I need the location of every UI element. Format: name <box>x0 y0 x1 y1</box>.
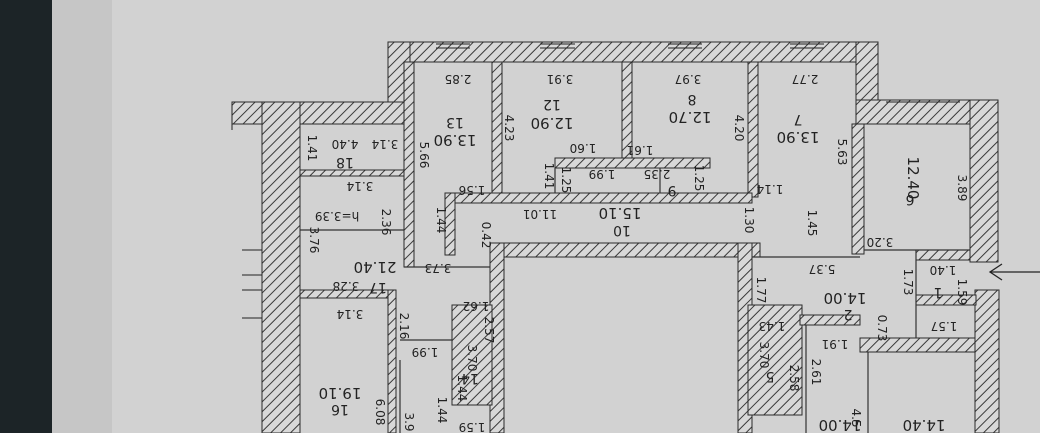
room-4-dim-b: 2.61 <box>809 359 823 386</box>
room-8-dim-a: 3.97 <box>675 72 702 86</box>
room-10-dim-a: 11.01 <box>523 207 557 221</box>
room-13-number: 13 <box>446 114 464 130</box>
room-12-dim-b: 4.23 <box>502 115 516 142</box>
room-11-area: 1.99 <box>589 167 616 181</box>
room-17-dim-d: 3.76 <box>307 227 321 254</box>
room-1-dim-a: 1.59 <box>955 279 969 306</box>
room-10-dim-b: 1.44 <box>434 207 448 234</box>
room-6-dim-b: 3.20 <box>867 235 894 249</box>
room-1-area: 1.40 <box>930 263 957 277</box>
room-13-dim-a: 2.85 <box>445 72 472 86</box>
room-5-dim-b: 2.58 <box>787 365 801 392</box>
room-2-dim-a: 5.37 <box>809 262 836 276</box>
room-4-area: 14.00 <box>819 416 862 433</box>
room-12-dim-a: 3.91 <box>547 72 574 86</box>
room-17-number: 17 <box>369 279 387 295</box>
room-14-dim-c: 1.44 <box>455 375 469 402</box>
room-2-dim-c: 1.73 <box>901 269 915 296</box>
room-3-dim-a: 4.5 <box>849 408 863 427</box>
window-marks <box>231 43 960 319</box>
room-8-number: 8 <box>688 91 697 107</box>
room-16-area: 19.10 <box>319 384 362 402</box>
room-1-number: 1 <box>934 284 943 300</box>
room-16-number: 16 <box>331 401 349 417</box>
room-8-area: 12.70 <box>669 108 712 126</box>
room-2-area: 14.00 <box>824 289 867 307</box>
room-5-dim-a: 1.43 <box>759 319 786 333</box>
room-7-dim-a: 2.77 <box>792 72 819 86</box>
room-17-area: 21.40 <box>354 258 397 276</box>
room-6-dim-a: 3.89 <box>955 175 969 202</box>
room-9-number: 9 <box>668 182 677 198</box>
room-11-dim-a: 1.41 <box>542 163 556 190</box>
room-18-dim-b: 1.41 <box>305 135 319 162</box>
room-11-dim-b: 1.25 <box>559 167 573 194</box>
room-8-dim-b: 4.20 <box>732 115 746 142</box>
room-9-area: 2.35 <box>644 167 671 181</box>
room-8-dim-c: 1.61 <box>627 143 654 157</box>
room-7-number: 7 <box>794 111 803 127</box>
room-7-dim-b: 5.63 <box>835 139 849 166</box>
room-1-dim-b: 1.57 <box>931 319 958 333</box>
room-18-dim-a: 3.14 <box>372 137 399 151</box>
room-6-number: 6 <box>905 191 914 207</box>
room-4-dim-a: 1.91 <box>822 337 849 351</box>
room-18-number: 18 <box>336 154 354 170</box>
room-10-number: 10 <box>613 222 631 238</box>
room-2-dim-b: 1.77 <box>754 277 768 304</box>
room-18-dim-c: 3.14 <box>347 179 374 193</box>
room-5-number: 5 <box>766 368 775 384</box>
room-13-area: 13.90 <box>434 131 477 149</box>
room-9-dim: 1.25 <box>692 165 706 192</box>
entrance-arrow-icon <box>988 263 1040 281</box>
room-14-dim-a: 1.62 <box>463 299 490 313</box>
room-labels: 2.85 13 13.90 5.66 1.56 3.91 12 12.90 4.… <box>305 72 969 433</box>
room-17-height: h=3.39 <box>315 209 359 223</box>
room-18-area: 4.40 <box>332 137 359 151</box>
room-5-area: 3.70 <box>757 342 771 369</box>
room-13-dim-b: 5.66 <box>417 142 431 169</box>
room-17-dim-a: 3.28 <box>333 279 360 293</box>
interior-lines <box>300 168 970 433</box>
walls <box>231 41 1000 433</box>
room-2-dim-d: 0.73 <box>875 315 889 342</box>
room-17-dim-b: 3.73 <box>425 261 452 275</box>
room-10-dim-c: 1.30 <box>742 207 756 234</box>
room-7-dim-c: 1.14 <box>757 182 784 196</box>
room-7-area: 13.90 <box>777 128 820 146</box>
room-2-number: 2 <box>844 306 853 322</box>
room-12-dim-c: 1.60 <box>570 141 597 155</box>
room-10-dim-e: 0.42 <box>479 222 493 249</box>
room-15-dim-b: 1.99 <box>412 345 439 359</box>
room-13-dim-c: 1.56 <box>459 183 486 197</box>
room-16-dim-a: 3.14 <box>337 307 364 321</box>
room-3-area: 14.40 <box>903 416 946 433</box>
room-14-dim-b: 2.57 <box>482 317 496 344</box>
room-10-area: 15.10 <box>599 204 642 222</box>
room-15-dim-e: 1.59 <box>459 420 486 433</box>
room-17-dim-c: 2.36 <box>379 209 393 236</box>
room-15-dim-d: 3.9 <box>402 412 416 431</box>
room-14-number: 14 <box>461 370 479 386</box>
room-15-dim-c: 1.44 <box>435 397 449 424</box>
room-15-dim-a: 2.16 <box>397 313 411 340</box>
room-14-area: 3.70 <box>465 345 479 372</box>
room-16-dim-b: 6.08 <box>373 399 387 426</box>
room-6-area: 12.40 <box>904 157 922 200</box>
room-10-dim-d: 1.45 <box>805 210 819 237</box>
room-12-number: 12 <box>543 96 561 112</box>
room-12-area: 12.90 <box>531 114 574 132</box>
paper-shade <box>52 0 112 433</box>
